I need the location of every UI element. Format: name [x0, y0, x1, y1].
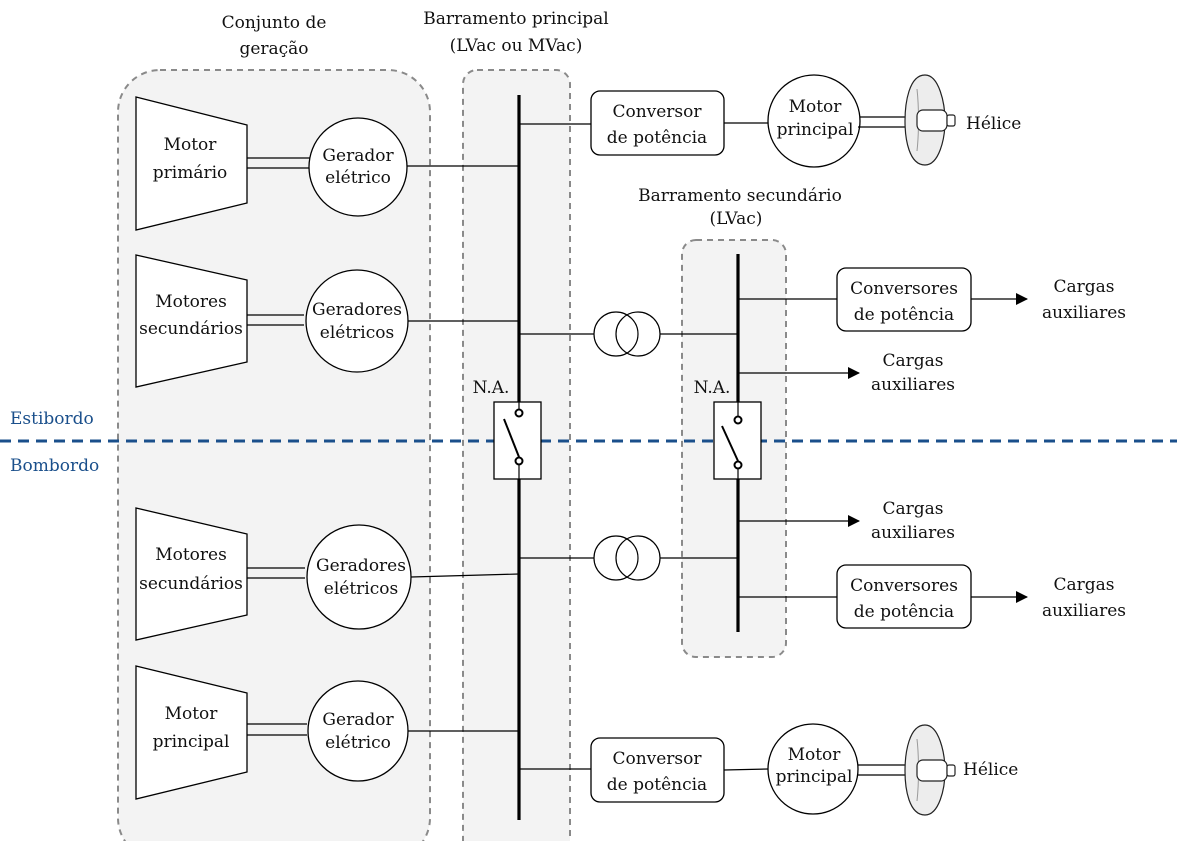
- propulsion-motor-label: Motor: [789, 97, 843, 117]
- propulsion-motor-circle: [767, 723, 859, 815]
- switch-blade: [721, 425, 739, 462]
- propulsion-motor-label: principal: [776, 767, 853, 787]
- aux-load-label: auxiliares: [871, 375, 955, 395]
- aux-load-label: auxiliares: [871, 523, 955, 543]
- generation-set-group: [117, 69, 431, 841]
- transformer-winding: [593, 311, 639, 357]
- aux-load-label: auxiliares: [1042, 601, 1126, 621]
- aux-load-label: auxiliares: [1042, 303, 1126, 323]
- propulsion-motor-label: principal: [777, 120, 854, 140]
- generator-circle: [308, 117, 408, 217]
- aux-converter-label: de potência: [854, 602, 954, 622]
- propeller-label: Hélice: [966, 114, 1021, 134]
- switch-contact: [514, 456, 524, 466]
- aux-load-label: Cargas: [882, 351, 943, 371]
- prime-mover-block: [135, 254, 248, 388]
- switch-label: N.A.: [694, 378, 731, 398]
- prime-mover-label: secundários: [139, 319, 243, 339]
- generator-label: Gerador: [322, 710, 394, 730]
- prime-mover-label: Motores: [155, 545, 227, 565]
- switch-contact: [733, 460, 743, 470]
- generator-label: Geradores: [316, 556, 406, 576]
- power-converter-label: Conversor: [612, 102, 702, 122]
- aux-load-label: Cargas: [882, 499, 943, 519]
- starboard-label: Estibordo: [10, 409, 94, 429]
- feeder-line: [410, 573, 520, 578]
- aux-converter-label: Conversores: [850, 576, 958, 596]
- aux-converter-label: de potência: [854, 305, 954, 325]
- generator-label: Gerador: [322, 146, 394, 166]
- aux-load-label: Cargas: [1053, 277, 1114, 297]
- generator-label: elétrico: [325, 733, 391, 753]
- secondary-bus-title-line2: (LVac): [710, 209, 763, 229]
- prime-mover-label: Motores: [155, 292, 227, 312]
- propeller-label: Hélice: [963, 760, 1018, 780]
- propulsion-motor-label: Motor: [788, 745, 842, 765]
- switch-contact: [733, 415, 743, 425]
- secondary-bus-title: Barramento secundário: [638, 186, 842, 206]
- power-converter-label: Conversor: [612, 749, 702, 769]
- prime-mover-block: [135, 665, 248, 800]
- generator-label: elétrico: [325, 168, 391, 188]
- main-bus-title: Barramento principal: [423, 9, 608, 29]
- aux-converter-label: Conversores: [850, 279, 958, 299]
- generator-circle: [306, 524, 412, 630]
- transformer-winding: [593, 535, 639, 581]
- main-bus-title-line2: (LVac ou MVac): [450, 36, 583, 56]
- propulsion-motor-circle: [767, 74, 861, 168]
- generation-set-title: Conjunto de: [222, 13, 327, 33]
- generator-circle: [305, 269, 409, 373]
- generation-set-title-line2: geração: [239, 39, 308, 59]
- propeller-icon: [904, 74, 956, 166]
- prime-mover-block: [135, 507, 248, 641]
- generator-label: elétricos: [324, 579, 398, 599]
- power-converter-label: de potência: [607, 775, 707, 795]
- feeder-line: [723, 768, 769, 771]
- generator-label: Geradores: [312, 300, 402, 320]
- generator-circle: [307, 680, 409, 782]
- port-label: Bombordo: [10, 456, 99, 476]
- prime-mover-label: secundários: [139, 574, 243, 594]
- power-converter-label: de potência: [607, 128, 707, 148]
- propeller-icon: [904, 724, 956, 816]
- prime-mover-label: Motor: [165, 704, 219, 724]
- generator-label: elétricos: [320, 323, 394, 343]
- prime-mover-label: Motor: [164, 135, 218, 155]
- prime-mover-label: primário: [153, 163, 228, 183]
- switch-blade: [503, 418, 520, 458]
- prime-mover-label: principal: [153, 732, 230, 752]
- prime-mover-block: [135, 96, 248, 231]
- aux-load-label: Cargas: [1053, 575, 1114, 595]
- switch-contact: [514, 408, 524, 418]
- switch-label: N.A.: [473, 378, 510, 398]
